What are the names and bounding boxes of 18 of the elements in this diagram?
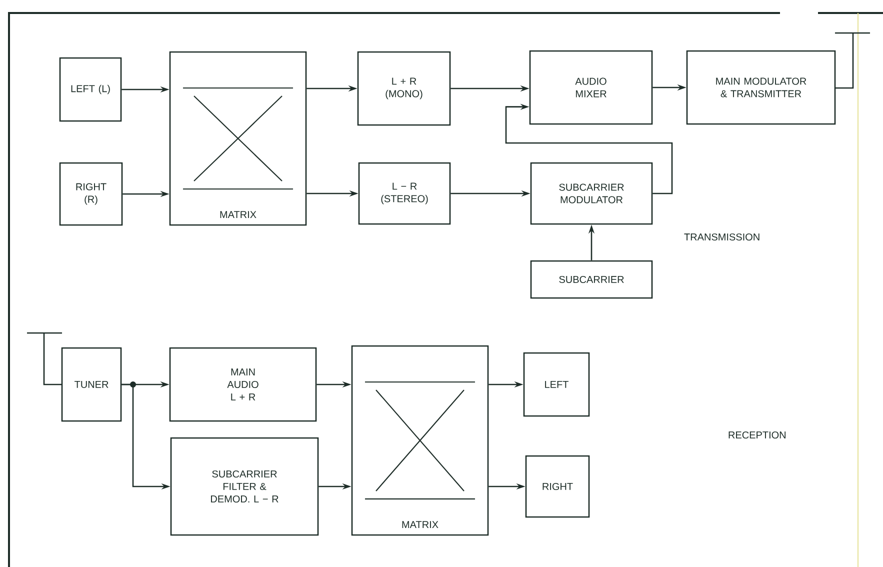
block-box: MAIN MODULATOR & TRANSMITTER — [686, 50, 836, 125]
block-box: SUBCARRIER MODULATOR — [530, 162, 653, 225]
block-box: MAIN AUDIO L + R — [169, 347, 317, 422]
block-box: SUBCARRIER — [530, 260, 653, 299]
block-box: LEFT — [523, 352, 590, 417]
block-box: L + R (MONO) — [357, 51, 451, 126]
section-label: TRANSMISSION — [684, 233, 760, 241]
section-label: RECEPTION — [728, 431, 786, 439]
block-box: TUNER — [61, 347, 122, 422]
arrow — [505, 104, 673, 194]
block-box: SUBCARRIER FILTER & DEMOD. L − R — [170, 437, 319, 536]
block-box: RIGHT — [525, 455, 590, 518]
block-box: L − R (STEREO) — [358, 162, 451, 225]
matrix-box: MATRIX — [351, 345, 489, 536]
block-box: LEFT (L) — [59, 57, 122, 122]
matrix-box: MATRIX — [169, 51, 307, 226]
block-box: AUDIO MIXER — [529, 50, 653, 125]
block-box: RIGHT (R) — [59, 162, 123, 226]
